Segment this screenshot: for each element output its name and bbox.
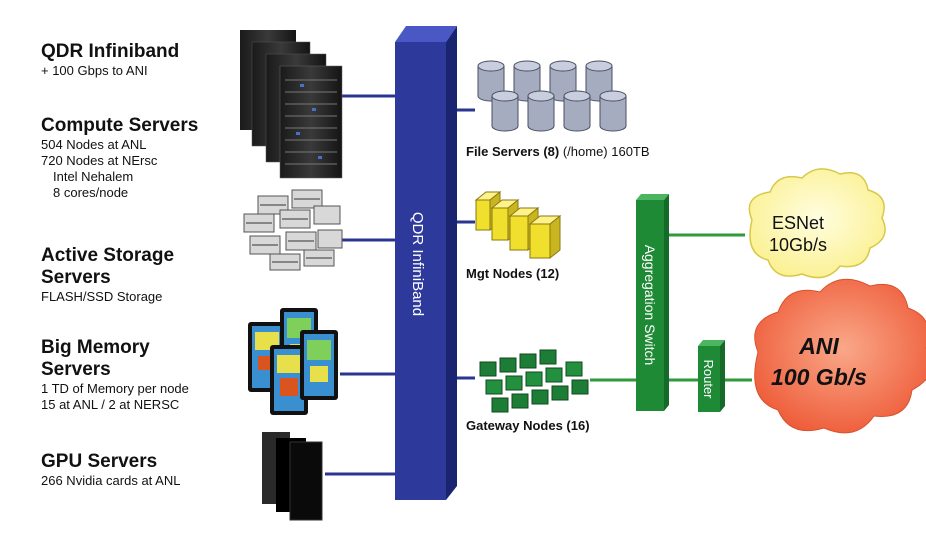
group-heading: Compute Servers xyxy=(41,115,199,136)
group-detail: 1 TD of Memory per node xyxy=(41,381,189,396)
gateway-nodes-name: Gateway Nodes (16) xyxy=(466,418,590,433)
gpu-servers-icon xyxy=(262,432,323,521)
router-label: Router xyxy=(701,359,716,399)
group-heading: QDR Infiniband xyxy=(41,41,180,62)
file-servers-icon xyxy=(477,60,627,132)
group-heading: Big Memory xyxy=(41,337,150,358)
green-links xyxy=(590,233,752,382)
group-detail: Intel Nehalem xyxy=(53,169,134,184)
router-box xyxy=(698,340,725,412)
group-heading: Servers xyxy=(41,359,111,380)
big-memory-boards-icon xyxy=(248,308,338,415)
gateway-nodes-label: Gateway Nodes (16) xyxy=(466,418,590,433)
active-storage-group: Active Storage Servers FLASH/SSD Storage xyxy=(41,245,174,305)
backbone-bar xyxy=(395,26,457,500)
blue-links xyxy=(325,94,475,476)
group-heading: Active Storage xyxy=(41,245,175,266)
group-heading: Servers xyxy=(41,267,111,288)
compute-racks-icon xyxy=(240,30,343,179)
file-servers-name: File Servers (8) xyxy=(466,144,560,159)
aggregation-switch-label: Aggregation Switch xyxy=(642,245,658,366)
group-heading: GPU Servers xyxy=(41,451,158,472)
gateway-nodes-icon xyxy=(479,349,589,413)
file-servers-detail: (/home) 160TB xyxy=(562,144,650,159)
esnet-cloud xyxy=(748,168,886,279)
mgt-nodes-icon xyxy=(474,190,562,260)
group-detail: 504 Nodes at ANL xyxy=(41,137,147,152)
aggregation-switch-box xyxy=(636,194,669,411)
group-detail: 720 Nodes at NErsc xyxy=(41,153,158,168)
backbone-label: QDR InfiniBand xyxy=(409,212,426,316)
ani-cloud xyxy=(754,278,926,434)
mgt-nodes-name: Mgt Nodes (12) xyxy=(466,266,560,281)
compute-servers-group: Compute Servers 504 Nodes at ANL 720 Nod… xyxy=(41,115,198,201)
group-detail: FLASH/SSD Storage xyxy=(41,289,163,304)
group-detail: 8 cores/node xyxy=(53,185,129,200)
esnet-label-line1: ESNet xyxy=(772,213,824,233)
ani-label-line1: ANI xyxy=(798,333,839,359)
group-detail: + 100 Gbps to ANI xyxy=(41,63,148,78)
storage-blocks-icon xyxy=(243,189,343,271)
ani-label-line2: 100 Gb/s xyxy=(771,364,867,390)
big-memory-group: Big Memory Servers 1 TD of Memory per no… xyxy=(41,337,189,413)
esnet-label-line2: 10Gb/s xyxy=(769,235,827,255)
mgt-nodes-label: Mgt Nodes (12) xyxy=(466,266,559,281)
group-detail: 15 at ANL / 2 at NERSC xyxy=(41,397,180,412)
file-servers-label: File Servers (8) (/home) 160TB xyxy=(466,144,650,159)
qdr-infiniband-group: QDR Infiniband + 100 Gbps to ANI xyxy=(41,41,179,79)
gpu-servers-group: GPU Servers 266 Nvidia cards at ANL xyxy=(41,451,180,489)
group-detail: 266 Nvidia cards at ANL xyxy=(41,473,181,488)
